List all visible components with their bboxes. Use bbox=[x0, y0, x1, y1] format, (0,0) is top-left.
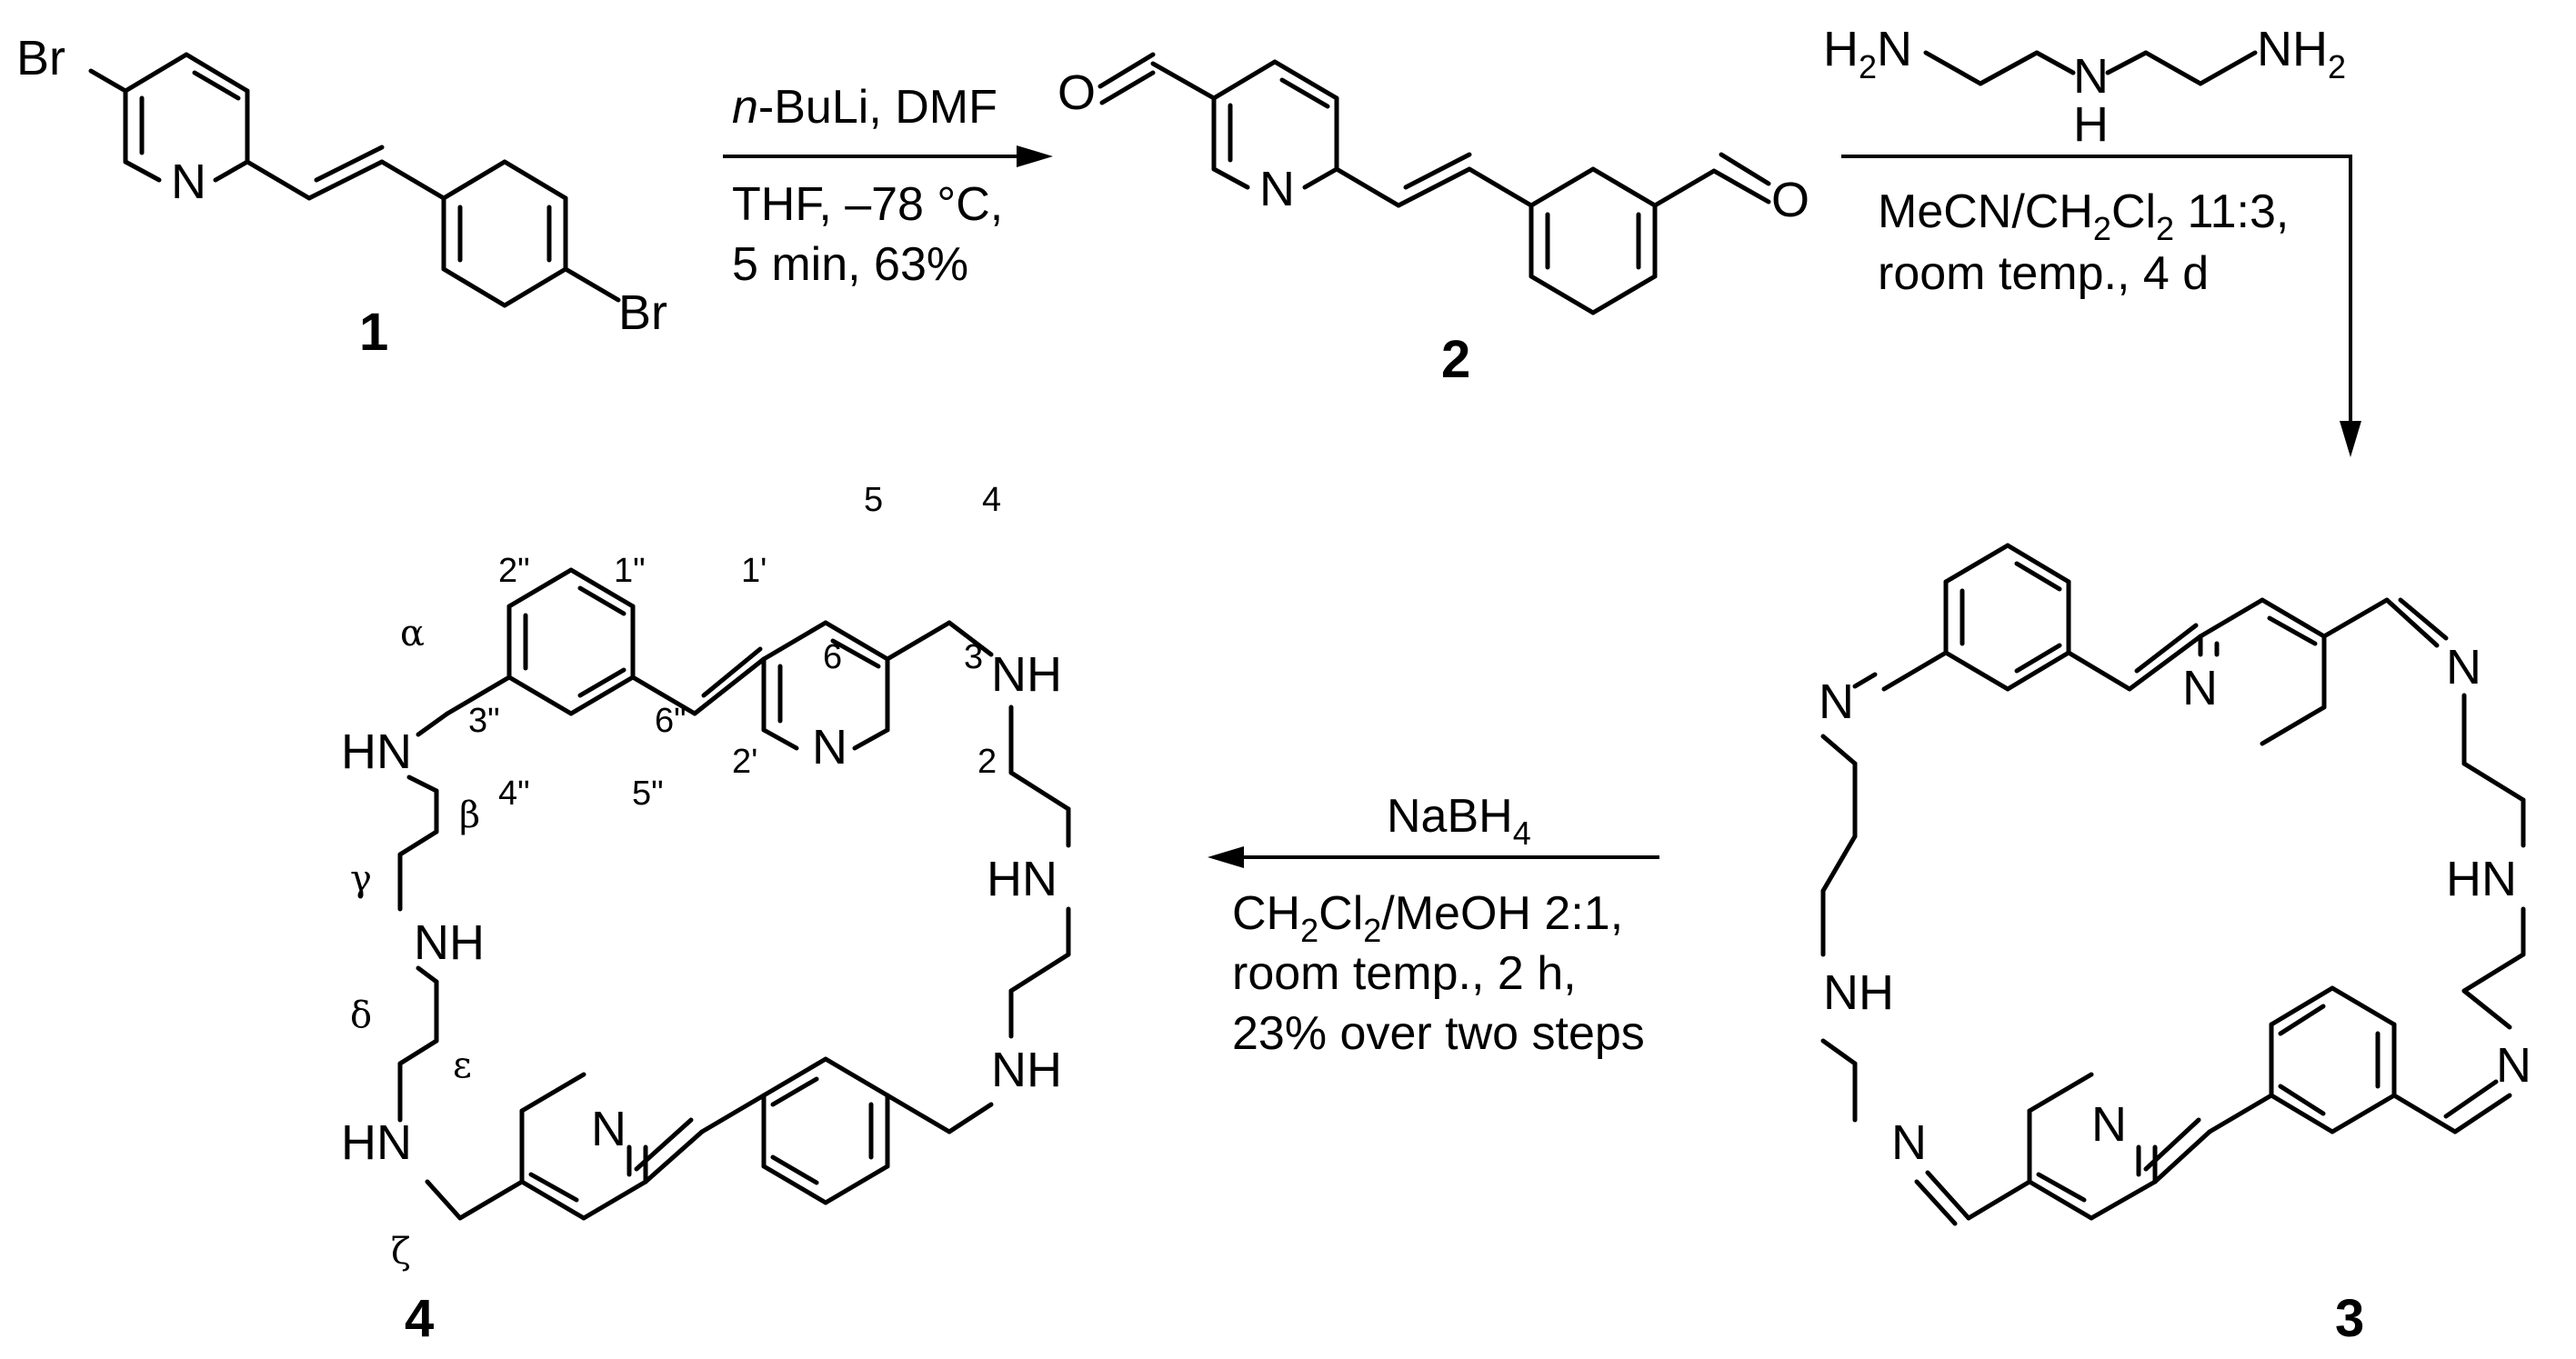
compound-2-number: 2 bbox=[1441, 330, 1470, 389]
compound-1-number: 1 bbox=[359, 303, 388, 362]
bromine-label: Br bbox=[16, 31, 65, 85]
position-label: 2 bbox=[977, 743, 997, 781]
position-label: 4" bbox=[498, 774, 530, 813]
position-label: 1' bbox=[741, 552, 767, 590]
compound-2-structure: O O N bbox=[1057, 52, 1809, 315]
position-label-delta: δ bbox=[350, 994, 372, 1036]
reaction-arrow-2 bbox=[1841, 155, 2352, 445]
reagent-3: NaBH4 bbox=[1387, 790, 1531, 852]
h2n-label: H2N bbox=[1823, 22, 1912, 85]
imine-n-label: N bbox=[2496, 1038, 2531, 1093]
position-label: 2' bbox=[732, 743, 757, 781]
nh-center-label: N bbox=[2073, 49, 2109, 104]
pyridine-n-label: N bbox=[2091, 1097, 2127, 1152]
arrowhead bbox=[2340, 421, 2361, 457]
atom-numbering: 5 4 1' 1" 2" 6 3 2 2' 3" 6" 4" 5" α β γ … bbox=[350, 481, 1001, 1273]
amine-nh-label: NH bbox=[991, 647, 1062, 702]
bromine-label: Br bbox=[618, 285, 667, 340]
amine-hn-label: HN bbox=[341, 1115, 412, 1170]
conditions-2-line1: MeCN/CH2Cl2 11:3, bbox=[1878, 185, 2289, 247]
compound-3-number: 3 bbox=[2335, 1289, 2364, 1348]
position-label-zeta: ζ bbox=[391, 1231, 411, 1273]
conditions-3-line3: room temp., 2 h, bbox=[1232, 947, 1577, 1000]
conditions-3-line4: 23% over two steps bbox=[1232, 1007, 1645, 1060]
pyridine-n-label: N bbox=[591, 1102, 626, 1156]
imine-n-label: N bbox=[1891, 1115, 1927, 1170]
conditions-1-line2: THF, –78 °C, bbox=[732, 178, 1003, 231]
compound-1-structure: Br N Br bbox=[16, 31, 667, 340]
pyridine-n-label: N bbox=[2182, 661, 2218, 715]
compound-3-structure: N N N HN N bbox=[1819, 543, 2531, 1226]
pyridine-n-label: N bbox=[1259, 162, 1295, 216]
position-label: 1" bbox=[614, 552, 646, 590]
position-label-epsilon: ε bbox=[453, 1044, 472, 1086]
imine-n-label: N bbox=[1819, 675, 1854, 729]
arrowhead bbox=[1017, 145, 1053, 167]
position-label: 2" bbox=[498, 552, 530, 590]
position-label: 6" bbox=[655, 702, 687, 740]
imine-n-label: N bbox=[2446, 640, 2481, 694]
compound-4-structure: HN N NH HN NH bbox=[341, 567, 1071, 1221]
amine-hn-label: HN bbox=[987, 852, 1057, 906]
amine-hn-label: HN bbox=[2446, 852, 2517, 906]
position-label-beta: β bbox=[459, 794, 480, 836]
nh2-label: NH2 bbox=[2257, 22, 2346, 85]
arrowhead bbox=[1208, 846, 1244, 868]
position-label: 3" bbox=[468, 702, 500, 740]
nh-center-h-label: H bbox=[2073, 97, 2109, 152]
position-label: 4 bbox=[982, 481, 1001, 519]
pyridine-n-label: N bbox=[812, 720, 847, 774]
oxygen-label: O bbox=[1057, 65, 1096, 120]
diethylenetriamine-reagent: H2N N H NH2 bbox=[1823, 22, 2346, 152]
conditions-1-line3: 5 min, 63% bbox=[732, 238, 968, 291]
compound-4-number: 4 bbox=[405, 1289, 434, 1348]
amine-nh-label: NH bbox=[991, 1043, 1062, 1097]
position-label-alpha: α bbox=[400, 613, 425, 655]
position-label-gamma: γ bbox=[350, 858, 372, 900]
conditions-2-line2: room temp., 4 d bbox=[1878, 247, 2209, 300]
amine-nh-label: NH bbox=[414, 915, 485, 970]
conditions-3-line2: CH2Cl2/MeOH 2:1, bbox=[1232, 887, 1623, 949]
reagent-1: n-BuLi, DMF bbox=[732, 81, 997, 134]
position-label: 5" bbox=[632, 774, 664, 813]
position-label: 5 bbox=[864, 481, 883, 519]
position-label: 6 bbox=[823, 638, 842, 676]
pyridine-n-label: N bbox=[171, 155, 206, 209]
oxygen-label: O bbox=[1771, 173, 1809, 227]
position-label: 3 bbox=[964, 638, 983, 676]
amine-hn-label: HN bbox=[341, 724, 412, 779]
amine-nh-label: NH bbox=[1823, 965, 1894, 1020]
